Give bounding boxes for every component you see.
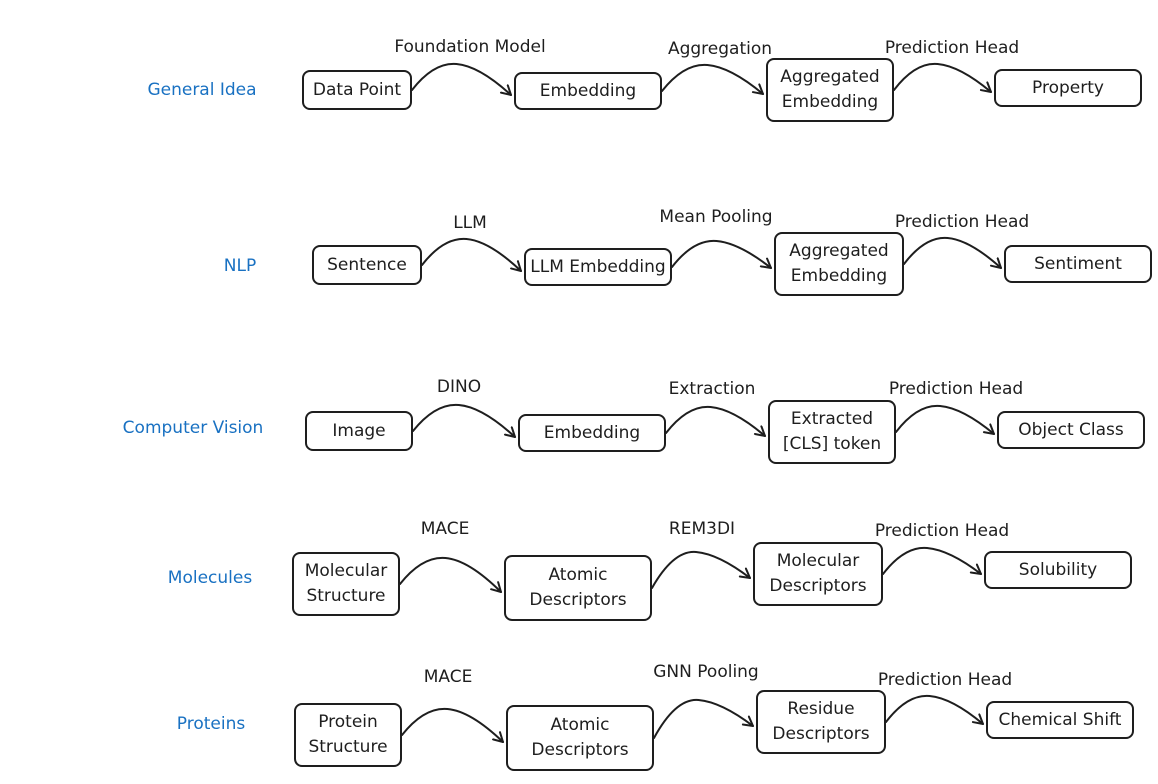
edge-label: Prediction Head bbox=[884, 38, 1020, 58]
pipeline-node: Aggregated Embedding bbox=[774, 232, 904, 296]
pipeline-node: Aggregated Embedding bbox=[766, 58, 894, 122]
row-label: Molecules bbox=[167, 568, 253, 588]
edge-arrow bbox=[653, 698, 754, 739]
edge-arrow bbox=[665, 405, 766, 437]
pipeline-node: Embedding bbox=[514, 72, 662, 110]
pipeline-node: Sentiment bbox=[1004, 245, 1152, 283]
edge-label: REM3DI bbox=[668, 519, 736, 539]
pipeline-node: LLM Embedding bbox=[524, 248, 672, 286]
pipeline-node: Atomic Descriptors bbox=[506, 705, 654, 771]
pipeline-node: Atomic Descriptors bbox=[504, 555, 652, 621]
edge-arrow bbox=[401, 707, 504, 743]
pipeline-node: Data Point bbox=[302, 70, 412, 110]
pipeline-node: Extracted [CLS] token bbox=[768, 400, 896, 464]
pipeline-node: Chemical Shift bbox=[986, 701, 1134, 739]
pipeline-node: Embedding bbox=[518, 414, 666, 452]
edge-arrow bbox=[885, 694, 984, 725]
edge-label: MACE bbox=[420, 519, 470, 539]
edge-label: DINO bbox=[436, 377, 482, 397]
pipeline-node: Sentence bbox=[312, 245, 422, 285]
edge-label: Aggregation bbox=[667, 39, 773, 59]
pipeline-node: Object Class bbox=[997, 411, 1145, 449]
pipeline-node: Residue Descriptors bbox=[756, 690, 886, 754]
pipeline-node: Protein Structure bbox=[294, 703, 402, 767]
row-label: Proteins bbox=[176, 714, 246, 734]
edge-arrow bbox=[661, 63, 764, 95]
row-label: Computer Vision bbox=[122, 418, 264, 438]
edge-arrow bbox=[882, 546, 982, 575]
pipeline-node: Molecular Structure bbox=[292, 552, 400, 616]
edge-label: Prediction Head bbox=[888, 379, 1024, 399]
edge-label: Prediction Head bbox=[877, 670, 1013, 690]
edge-label: MACE bbox=[423, 667, 473, 687]
edge-label: LLM bbox=[453, 213, 487, 233]
edge-label: Extraction bbox=[668, 379, 756, 399]
edge-arrow bbox=[411, 62, 512, 96]
row-label: General Idea bbox=[147, 80, 257, 100]
edge-label: Foundation Model bbox=[394, 37, 546, 57]
edge-arrow bbox=[412, 403, 516, 438]
pipeline-node: Image bbox=[305, 411, 413, 451]
pipeline-node: Solubility bbox=[984, 551, 1132, 589]
row-label: NLP bbox=[223, 256, 257, 276]
edge-arrow bbox=[903, 236, 1002, 269]
edge-arrow bbox=[421, 237, 522, 272]
edge-arrow bbox=[893, 62, 992, 93]
edge-arrow bbox=[651, 550, 751, 589]
edge-arrow bbox=[399, 556, 502, 593]
edge-label: GNN Pooling bbox=[653, 662, 759, 682]
edge-label: Prediction Head bbox=[894, 212, 1030, 232]
edge-label: Mean Pooling bbox=[659, 207, 773, 227]
pipeline-node: Property bbox=[994, 69, 1142, 107]
edge-arrow bbox=[671, 239, 772, 269]
edge-arrow bbox=[895, 404, 995, 435]
pipeline-node: Molecular Descriptors bbox=[753, 542, 883, 606]
edge-label: Prediction Head bbox=[874, 521, 1010, 541]
